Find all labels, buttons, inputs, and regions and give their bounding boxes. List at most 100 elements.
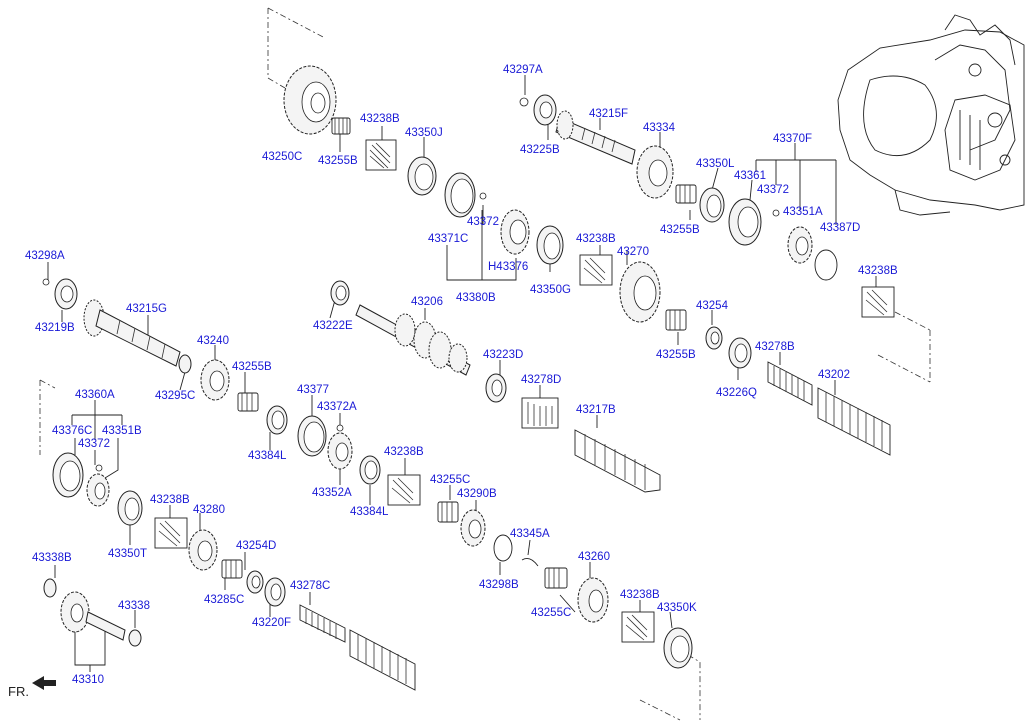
part-label[interactable]: 43254 [696,300,729,312]
bearing-43219B [54,278,78,310]
part-label[interactable]: 43220F [252,617,291,629]
part-label[interactable]: 43255C [531,607,571,619]
transmission-housing-illustration [837,14,1025,216]
ring-43350G [536,225,564,265]
leader-lines [47,75,877,672]
part-label[interactable]: 43334 [643,122,676,134]
part-label[interactable]: 43350J [405,127,443,139]
part-label[interactable]: 43372 [757,184,789,196]
part-label[interactable]: 43206 [411,296,443,308]
part-label[interactable]: 43255B [656,349,696,361]
part-label[interactable]: 43338 [118,600,150,612]
part-label[interactable]: 43310 [72,674,104,686]
part-label[interactable]: 43260 [578,551,610,563]
parts-drawings [32,65,895,691]
spring-43238B-e [154,517,188,549]
part-label[interactable]: 43202 [818,369,850,381]
front-arrow-icon [32,676,56,690]
part-label[interactable]: 43223D [483,349,523,361]
front-direction-label: FR. [8,684,29,699]
part-label[interactable]: 43351B [102,425,142,437]
part-label[interactable]: 43280 [193,504,225,516]
part-label[interactable]: 43238B [384,446,424,458]
part-label[interactable]: 43350L [696,158,735,170]
part-label[interactable]: 43295C [155,390,195,402]
part-label[interactable]: 43298B [479,579,519,591]
part-label[interactable]: 43225B [520,144,560,156]
ring-43350L [699,187,725,223]
part-label[interactable]: 43238B [576,233,616,245]
part-label[interactable]: 43361 [734,170,766,182]
part-label[interactable]: 43278C [290,580,330,592]
spring-43238B-b [579,254,613,286]
part-label[interactable]: 43250C [262,151,302,163]
part-label[interactable]: 43217B [576,404,616,416]
part-label[interactable]: 43285C [204,594,244,606]
part-label[interactable]: 43370F [773,133,812,145]
part-label[interactable]: 43360A [75,389,115,401]
gear-43280 [188,529,218,571]
part-label[interactable]: H43376 [488,261,528,273]
part-label[interactable]: 43219B [35,322,75,334]
part-label[interactable]: 43345A [510,528,550,540]
bearing-43223D [485,373,507,403]
part-label[interactable]: 43376C [52,425,92,437]
part-label[interactable]: 43226Q [716,387,757,399]
ring-43350J [407,156,437,196]
part-label[interactable]: 43222E [313,320,353,332]
part-label[interactable]: 43372 [78,438,110,450]
gear-43240 [200,359,230,401]
part-label[interactable]: 43350T [108,548,147,560]
part-label[interactable]: 43290B [457,488,497,500]
shims-43217B [574,429,661,493]
gear-43310 [60,591,126,641]
shims-lower [349,629,416,691]
part-label[interactable]: 43352A [312,487,352,499]
part-label[interactable]: 43238B [858,265,898,277]
hub-H43376 [500,209,530,255]
part-label[interactable]: 43372 [467,216,499,228]
part-label[interactable]: 43351A [783,206,823,218]
part-label[interactable]: 43298A [25,250,65,262]
part-label[interactable]: 43255B [318,155,358,167]
part-label[interactable]: 43215F [589,108,628,120]
part-label[interactable]: 43240 [197,335,229,347]
ring-43350T [117,490,143,526]
axis-lines [39,7,931,721]
ring-43377 [297,415,327,457]
part-label[interactable]: 43238B [150,494,190,506]
part-label[interactable]: 43384L [350,506,389,518]
gear-43270 [619,261,661,323]
part-label[interactable]: 43338B [32,552,72,564]
bearing-43255C-a [437,501,459,523]
part-label[interactable]: 43350K [657,602,697,614]
part-label[interactable]: 43372A [317,401,357,413]
part-label[interactable]: 43255C [430,474,470,486]
sleeve-43376C [52,452,84,498]
part-label[interactable]: 43371C [428,233,468,245]
part-label[interactable]: 43215G [126,303,167,315]
bearing-43226Q [728,337,752,369]
gear-43250C [283,65,337,135]
part-label[interactable]: 43238B [360,113,400,125]
part-labels: 43250C 43255B 43238B 43350J 43297A 43215… [8,64,898,699]
part-label[interactable]: 43254D [236,540,276,552]
bearing-43255B-b [675,184,697,204]
spring-43238B-d [387,474,421,506]
part-label[interactable]: 43270 [617,246,649,258]
part-label[interactable]: 43278D [521,374,561,386]
part-label[interactable]: 43238B [620,589,660,601]
part-label[interactable]: 43278B [755,341,795,353]
part-label[interactable]: 43255B [660,224,700,236]
part-label[interactable]: 43297A [503,64,543,76]
spring-43238B-f [621,611,655,643]
bearing-43255B-a [331,117,351,135]
shaft-43215G [83,299,181,367]
part-label[interactable]: 43387D [820,222,860,234]
part-label[interactable]: 43377 [297,384,329,396]
part-label[interactable]: 43255B [232,361,272,373]
part-label[interactable]: 43380B [456,292,496,304]
part-label[interactable]: 43350G [530,284,571,296]
part-label[interactable]: 43384L [248,450,287,462]
